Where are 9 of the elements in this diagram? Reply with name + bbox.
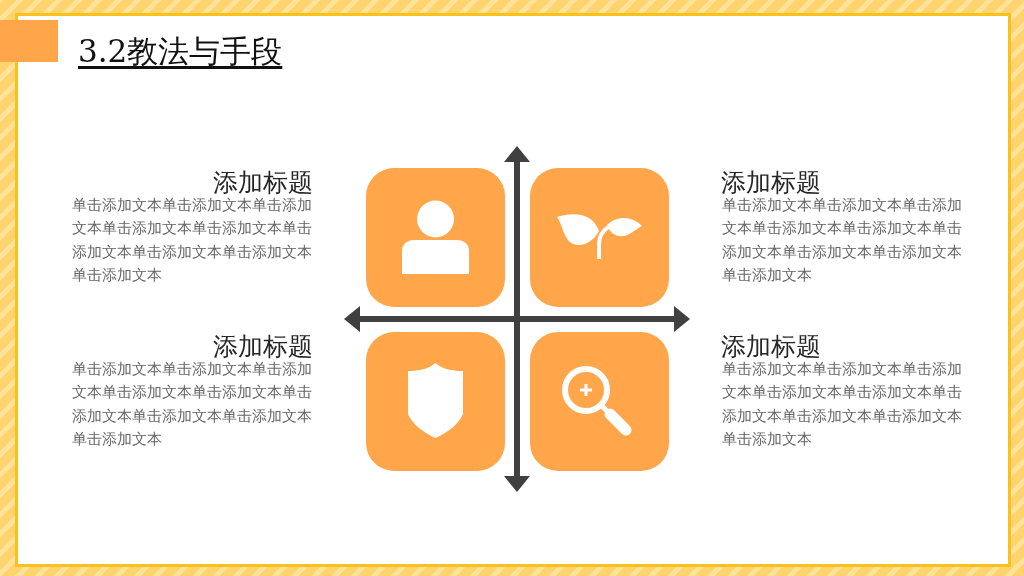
- heading: 添加标题: [721, 333, 821, 361]
- body-text: 单击添加文本单击添加文本单击添加文本单击添加文本单击添加文本单击添加文本单击添加文本单击添加文本单击添加文本: [722, 359, 963, 451]
- heading: 添加标题: [213, 333, 313, 361]
- slide-title: 3.2教法与手段: [78, 32, 283, 70]
- body-text: 单击添加文本单击添加文本单击添加文本单击添加文本单击添加文本单击添加文本单击添加文本单击添加文本单击添加文本: [72, 359, 313, 451]
- heading: 添加标题: [213, 169, 313, 197]
- heading: 添加标题: [721, 169, 821, 197]
- body-text: 单击添加文本单击添加文本单击添加文本单击添加文本单击添加文本单击添加文本单击添加文本单击添加文本单击添加文本: [722, 195, 963, 287]
- body-text: 单击添加文本单击添加文本单击添加文本单击添加文本单击添加文本单击添加文本单击添加文本单击添加文本单击添加文本: [72, 195, 313, 287]
